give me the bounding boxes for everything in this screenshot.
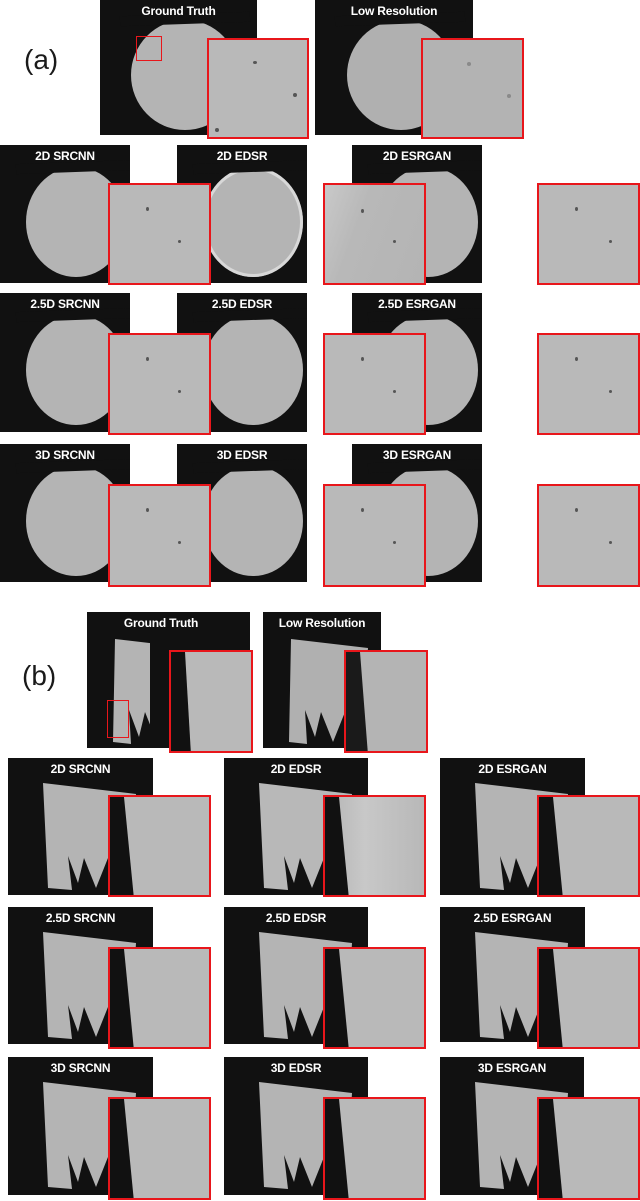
inset-a-3d-srcnn [108, 484, 211, 587]
panel-title: 2D EDSR [270, 762, 322, 776]
inset-b-3d-srcnn [108, 1097, 211, 1200]
sheet-edge [325, 1099, 349, 1198]
panel-title: 2D EDSR [216, 149, 268, 163]
panel-title: 3D ESRGAN [477, 1061, 547, 1075]
sheet-edge [539, 1099, 563, 1198]
pore [575, 207, 578, 211]
panel-a-3d-srcnn: 3D SRCNN [0, 444, 130, 582]
panel-title: 3D ESRGAN [382, 448, 452, 462]
panel-title: 2.5D ESRGAN [473, 911, 552, 925]
pore [609, 390, 612, 393]
inset-b-3d-edsr [323, 1097, 426, 1200]
pore [361, 357, 364, 361]
pore [575, 508, 578, 512]
pore [215, 128, 219, 132]
inset-a-2.5d-edsr [323, 333, 426, 435]
panel-title: 2.5D EDSR [265, 911, 327, 925]
inset-b-2.5d-esrgan [537, 947, 640, 1049]
inset-a-low-resolution [421, 38, 524, 139]
pore [609, 541, 612, 544]
sheet-edge [346, 652, 368, 751]
panel-title: Low Resolution [350, 4, 438, 18]
panel-title: 2D ESRGAN [382, 149, 452, 163]
panel-title: 3D EDSR [270, 1061, 322, 1075]
inset-a-2.5d-esrgan [537, 333, 640, 435]
inset-b-2.5d-edsr [323, 947, 426, 1049]
sheet-edge [110, 1099, 134, 1198]
inset-b-low-resolution [344, 650, 428, 753]
part-label-a: (a) [24, 44, 59, 75]
panel-title: 3D SRCNN [50, 1061, 111, 1075]
inset-a-2d-edsr [323, 183, 426, 285]
sheet-edge [539, 949, 563, 1047]
inset-b-2d-srcnn [108, 795, 211, 897]
pore [146, 207, 149, 211]
panel-title: 3D SRCNN [35, 448, 95, 462]
inset-b-2d-esrgan [537, 795, 640, 897]
pore [178, 240, 181, 243]
pore [293, 93, 297, 97]
panel-title: 2D SRCNN [35, 149, 95, 163]
roi-box [107, 700, 129, 738]
panel-title: 2.5D EDSR [211, 297, 273, 311]
panel-title: Ground Truth [141, 4, 216, 18]
panel-a-2d-edsr: 2D EDSR [177, 145, 307, 283]
panel-title: 2D SRCNN [50, 762, 111, 776]
panel-title: 2D ESRGAN [478, 762, 547, 776]
sheet-edge [539, 797, 563, 895]
pore [361, 209, 364, 213]
roi-box [136, 36, 162, 61]
inset-b-ground-truth [169, 650, 253, 753]
sheet-edge [110, 949, 134, 1047]
panel-title: 2.5D ESRGAN [378, 297, 456, 311]
pore [361, 508, 364, 512]
inset-a-ground-truth [207, 38, 309, 139]
pore [146, 357, 149, 361]
pore [575, 357, 578, 361]
panel-title: Low Resolution [278, 616, 366, 630]
inset-a-3d-edsr [323, 484, 426, 587]
pore [178, 541, 181, 544]
inset-a-2d-srcnn [108, 183, 211, 285]
inset-b-3d-esrgan [537, 1097, 640, 1200]
disc-specimen [203, 315, 303, 425]
sheet-edge [325, 949, 349, 1047]
sheet-edge [110, 797, 134, 895]
pore [393, 541, 396, 544]
inset-a-2.5d-srcnn [108, 333, 211, 435]
inset-b-2.5d-srcnn [108, 947, 211, 1049]
panel-title: Ground Truth [123, 616, 199, 630]
pore [253, 61, 257, 64]
inset-b-2d-edsr [323, 795, 426, 897]
sheet-edge [171, 652, 191, 751]
panel-title: 3D EDSR [216, 448, 268, 462]
pore [467, 62, 471, 66]
disc-specimen [203, 466, 303, 576]
panel-title: 2.5D SRCNN [45, 911, 116, 925]
edsr-artifact-ring [203, 167, 303, 277]
sheet-edge [325, 797, 349, 895]
inset-a-3d-esrgan [537, 484, 640, 587]
panel-title: 2.5D SRCNN [30, 297, 100, 311]
pore [393, 240, 396, 243]
pore [178, 390, 181, 393]
pore [146, 508, 149, 512]
part-label-b: (b) [22, 660, 57, 691]
panel-a-3d-edsr: 3D EDSR [177, 444, 307, 582]
pore [609, 240, 612, 243]
pore [393, 390, 396, 393]
pore [507, 94, 511, 98]
inset-a-2d-esrgan [537, 183, 640, 285]
